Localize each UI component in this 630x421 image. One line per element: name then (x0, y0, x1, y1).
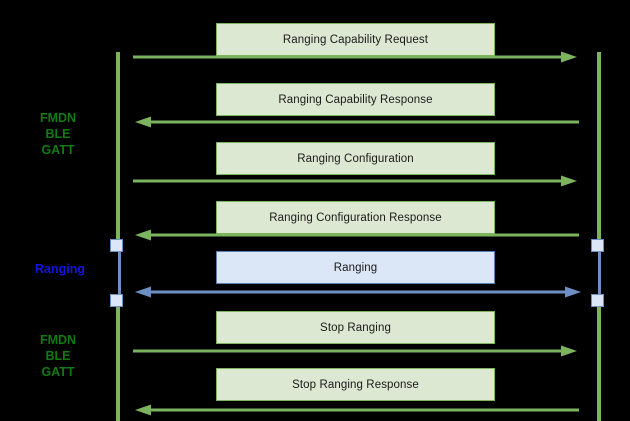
right-lifeline-ranging-segment (598, 246, 601, 301)
right-lifeline-upper (597, 52, 601, 246)
message-box-stop-ranging: Stop Ranging (216, 311, 495, 344)
phase-label-ranging: Ranging (35, 262, 85, 276)
left-lifeline-lower (116, 300, 120, 421)
phase-label-fmdn-ble-gatt-bottom: FMDN BLE GATT (39, 333, 77, 379)
message-box-ranging-capability-request: Ranging Capability Request (216, 23, 495, 56)
activation-right-end (591, 294, 604, 307)
activation-right-start (591, 239, 604, 252)
message-arrow-ranging-configuration (133, 175, 577, 187)
left-lifeline-ranging-segment (118, 246, 121, 301)
message-arrow-ranging-bidirectional (135, 286, 581, 298)
message-box-ranging-configuration: Ranging Configuration (216, 142, 495, 175)
message-arrow-ranging-capability-request (133, 51, 577, 63)
activation-left-start (110, 239, 123, 252)
message-arrow-stop-ranging (133, 345, 577, 357)
message-arrow-ranging-configuration-response (135, 229, 579, 241)
left-lifeline-upper (116, 52, 120, 246)
message-arrow-ranging-capability-response (135, 116, 579, 128)
message-box-ranging-capability-response: Ranging Capability Response (216, 83, 495, 116)
phase-label-fmdn-ble-gatt-top: FMDN BLE GATT (39, 111, 77, 157)
right-lifeline-lower (597, 300, 601, 421)
message-arrow-stop-ranging-response (135, 404, 579, 416)
message-box-stop-ranging-response: Stop Ranging Response (216, 368, 495, 401)
activation-left-end (110, 294, 123, 307)
message-box-ranging: Ranging (216, 251, 495, 284)
